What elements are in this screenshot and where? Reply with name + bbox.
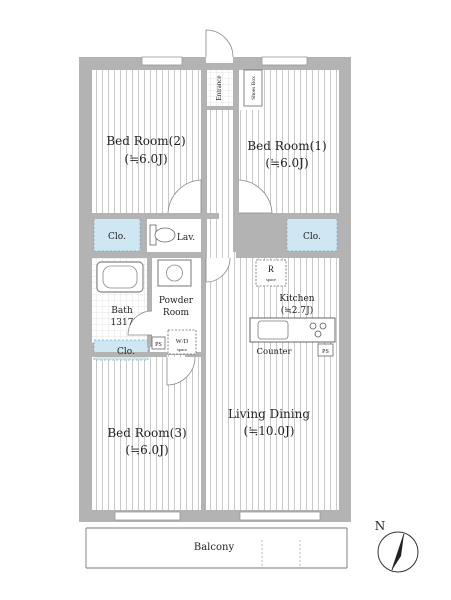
bed-room-2-size: (≒6.0J): [124, 152, 167, 166]
wd-label: W/D: [176, 338, 189, 345]
compass-north-label: N: [375, 519, 386, 533]
window: [261, 56, 308, 66]
wall: [147, 252, 152, 347]
closet-left-label: Clo.: [108, 232, 126, 242]
wall: [233, 57, 239, 252]
bed-room-2-label: Bed Room(2): [106, 134, 185, 148]
balcony-label: Balcony: [194, 542, 235, 553]
shoes-box: [243, 69, 263, 107]
wall: [79, 213, 219, 219]
door-bed2: [167, 179, 202, 214]
bath-size: 1317: [111, 318, 134, 328]
closet-left: [93, 216, 141, 252]
entrance-doorway: [206, 57, 233, 63]
door-bed1: [238, 179, 273, 214]
washer-dryer-space: [167, 329, 197, 355]
bed-room-1-label: Bed Room(1): [247, 139, 326, 153]
refrigerator-space-label: space: [266, 277, 276, 282]
entrance-label: Entrance: [215, 76, 223, 101]
shoes-box-label: Shoes Box: [251, 76, 257, 100]
window: [239, 511, 321, 521]
bed-room-3-floor: [92, 355, 202, 510]
closet-bath-label: Clo.: [117, 347, 135, 357]
wall: [201, 258, 206, 522]
bed-room-1-size: (≒6.0J): [265, 156, 308, 170]
window: [114, 511, 181, 521]
refrigerator-space: [255, 259, 287, 287]
wall: [79, 352, 167, 357]
ps-kitchen-box: [317, 343, 334, 357]
stove-burner-icon: [314, 330, 322, 338]
counter-label: Counter: [256, 347, 292, 357]
lav-label: Lav.: [177, 233, 195, 243]
wall: [185, 352, 206, 357]
kitchen-sink: [257, 320, 289, 340]
window: [141, 56, 183, 66]
ps-bath-box: [151, 336, 166, 350]
wall: [143, 215, 147, 255]
door-bath: [127, 310, 153, 336]
entrance-door: [205, 29, 234, 58]
door-bed3: [166, 356, 196, 386]
washbasin: [157, 259, 192, 287]
kitchen-counter: [249, 317, 336, 343]
living-dining-floor: [206, 258, 339, 510]
kitchen-size: (≒2.7J): [281, 305, 313, 316]
closet-right: [286, 216, 338, 252]
washbasin-bowl: [166, 264, 183, 282]
hallway-floor: [206, 110, 236, 258]
powder-room-label-2: Room: [163, 308, 190, 318]
ps-bath-label: PS: [155, 342, 162, 348]
bed-room-3-size: (≒6.0J): [125, 443, 168, 457]
powder-room-label-1: Powder: [159, 296, 194, 306]
toilet-bowl: [154, 227, 176, 243]
bath-label: Bath: [111, 306, 133, 316]
stove-burner-icon: [309, 322, 317, 330]
wall: [201, 57, 207, 252]
closet-right-label: Clo.: [303, 232, 321, 242]
bathtub-basin: [102, 265, 138, 289]
stove-burner-icon: [319, 322, 327, 330]
wall: [234, 213, 351, 219]
living-dining-size: (≒10.0J): [244, 424, 295, 438]
north-arrow-icon: [377, 531, 419, 573]
living-dining-label: Living Dining: [228, 407, 310, 421]
bathtub: [96, 261, 144, 293]
bed-room-3-label: Bed Room(3): [107, 426, 186, 440]
entrance-floor: [206, 70, 236, 110]
refrigerator-r-label: R: [268, 264, 274, 274]
door-living: [205, 257, 231, 283]
wall: [239, 252, 351, 258]
ps-kitchen-label: PS: [322, 349, 329, 355]
wall: [206, 106, 239, 110]
kitchen-label: Kitchen: [279, 294, 314, 304]
wd-space-label: space: [177, 347, 187, 352]
